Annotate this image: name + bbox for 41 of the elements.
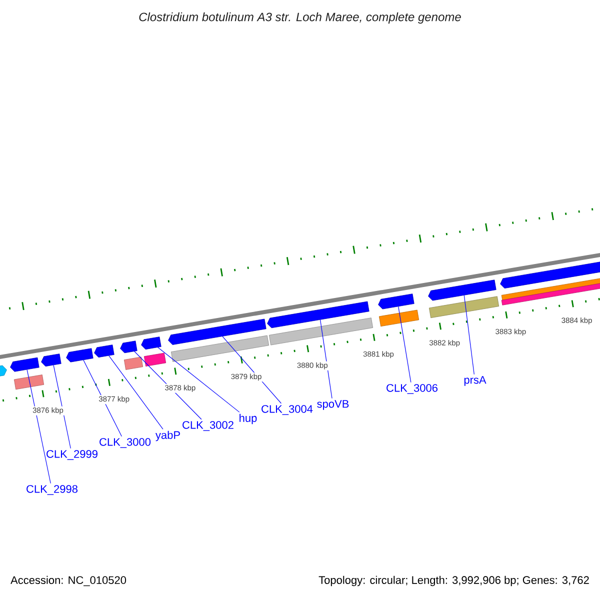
gene-block bbox=[66, 348, 94, 362]
accession-text: Accession: NC_010520 bbox=[10, 576, 126, 586]
gene-label: CLK_3000 bbox=[100, 438, 151, 448]
feature-bar bbox=[144, 352, 166, 366]
gene-block bbox=[0, 365, 7, 378]
feature-bar bbox=[428, 296, 500, 318]
feature-bar bbox=[124, 356, 144, 370]
leader-line bbox=[157, 346, 240, 412]
gene-block bbox=[500, 258, 600, 288]
leader-line bbox=[26, 369, 51, 484]
leader-line bbox=[83, 360, 122, 437]
feature-bar bbox=[268, 318, 374, 346]
gene-label: CLK_2999 bbox=[46, 450, 98, 460]
gene-label: CLK_3002 bbox=[182, 421, 234, 431]
leader-line bbox=[108, 355, 164, 430]
gene-block bbox=[267, 301, 370, 328]
gene-label: CLK_2998 bbox=[26, 485, 78, 495]
gene-block bbox=[378, 294, 414, 310]
genome-info-text: Topology: circular; Length: 3,992,906 bp; Genes: 3,762 bbox=[318, 576, 589, 586]
gene-block bbox=[141, 336, 162, 350]
gene-block bbox=[10, 357, 40, 372]
gene-label: CLK_3004 bbox=[262, 405, 313, 415]
leader-line bbox=[222, 336, 282, 404]
gene-block bbox=[168, 318, 266, 345]
gene-block bbox=[120, 340, 138, 354]
feature-bar bbox=[170, 335, 270, 362]
feature-bar bbox=[378, 310, 420, 327]
leader-line bbox=[464, 295, 474, 375]
gene-block bbox=[94, 344, 114, 358]
leader-line bbox=[53, 364, 71, 449]
feature-bar bbox=[14, 374, 44, 390]
gene-block bbox=[428, 280, 496, 301]
title: Clostridium botulinum A3 str. Loch Maree, complete genome bbox=[139, 12, 461, 24]
gene-label: hup bbox=[240, 414, 257, 424]
gene-label: prsA bbox=[464, 376, 486, 386]
gene-label: spoVB bbox=[317, 400, 349, 410]
gene-label: yabP bbox=[156, 430, 180, 442]
gene-block bbox=[41, 354, 62, 367]
leader-line bbox=[320, 320, 332, 399]
gene-label: CLK_3006 bbox=[386, 384, 438, 394]
leader-line bbox=[398, 306, 412, 383]
